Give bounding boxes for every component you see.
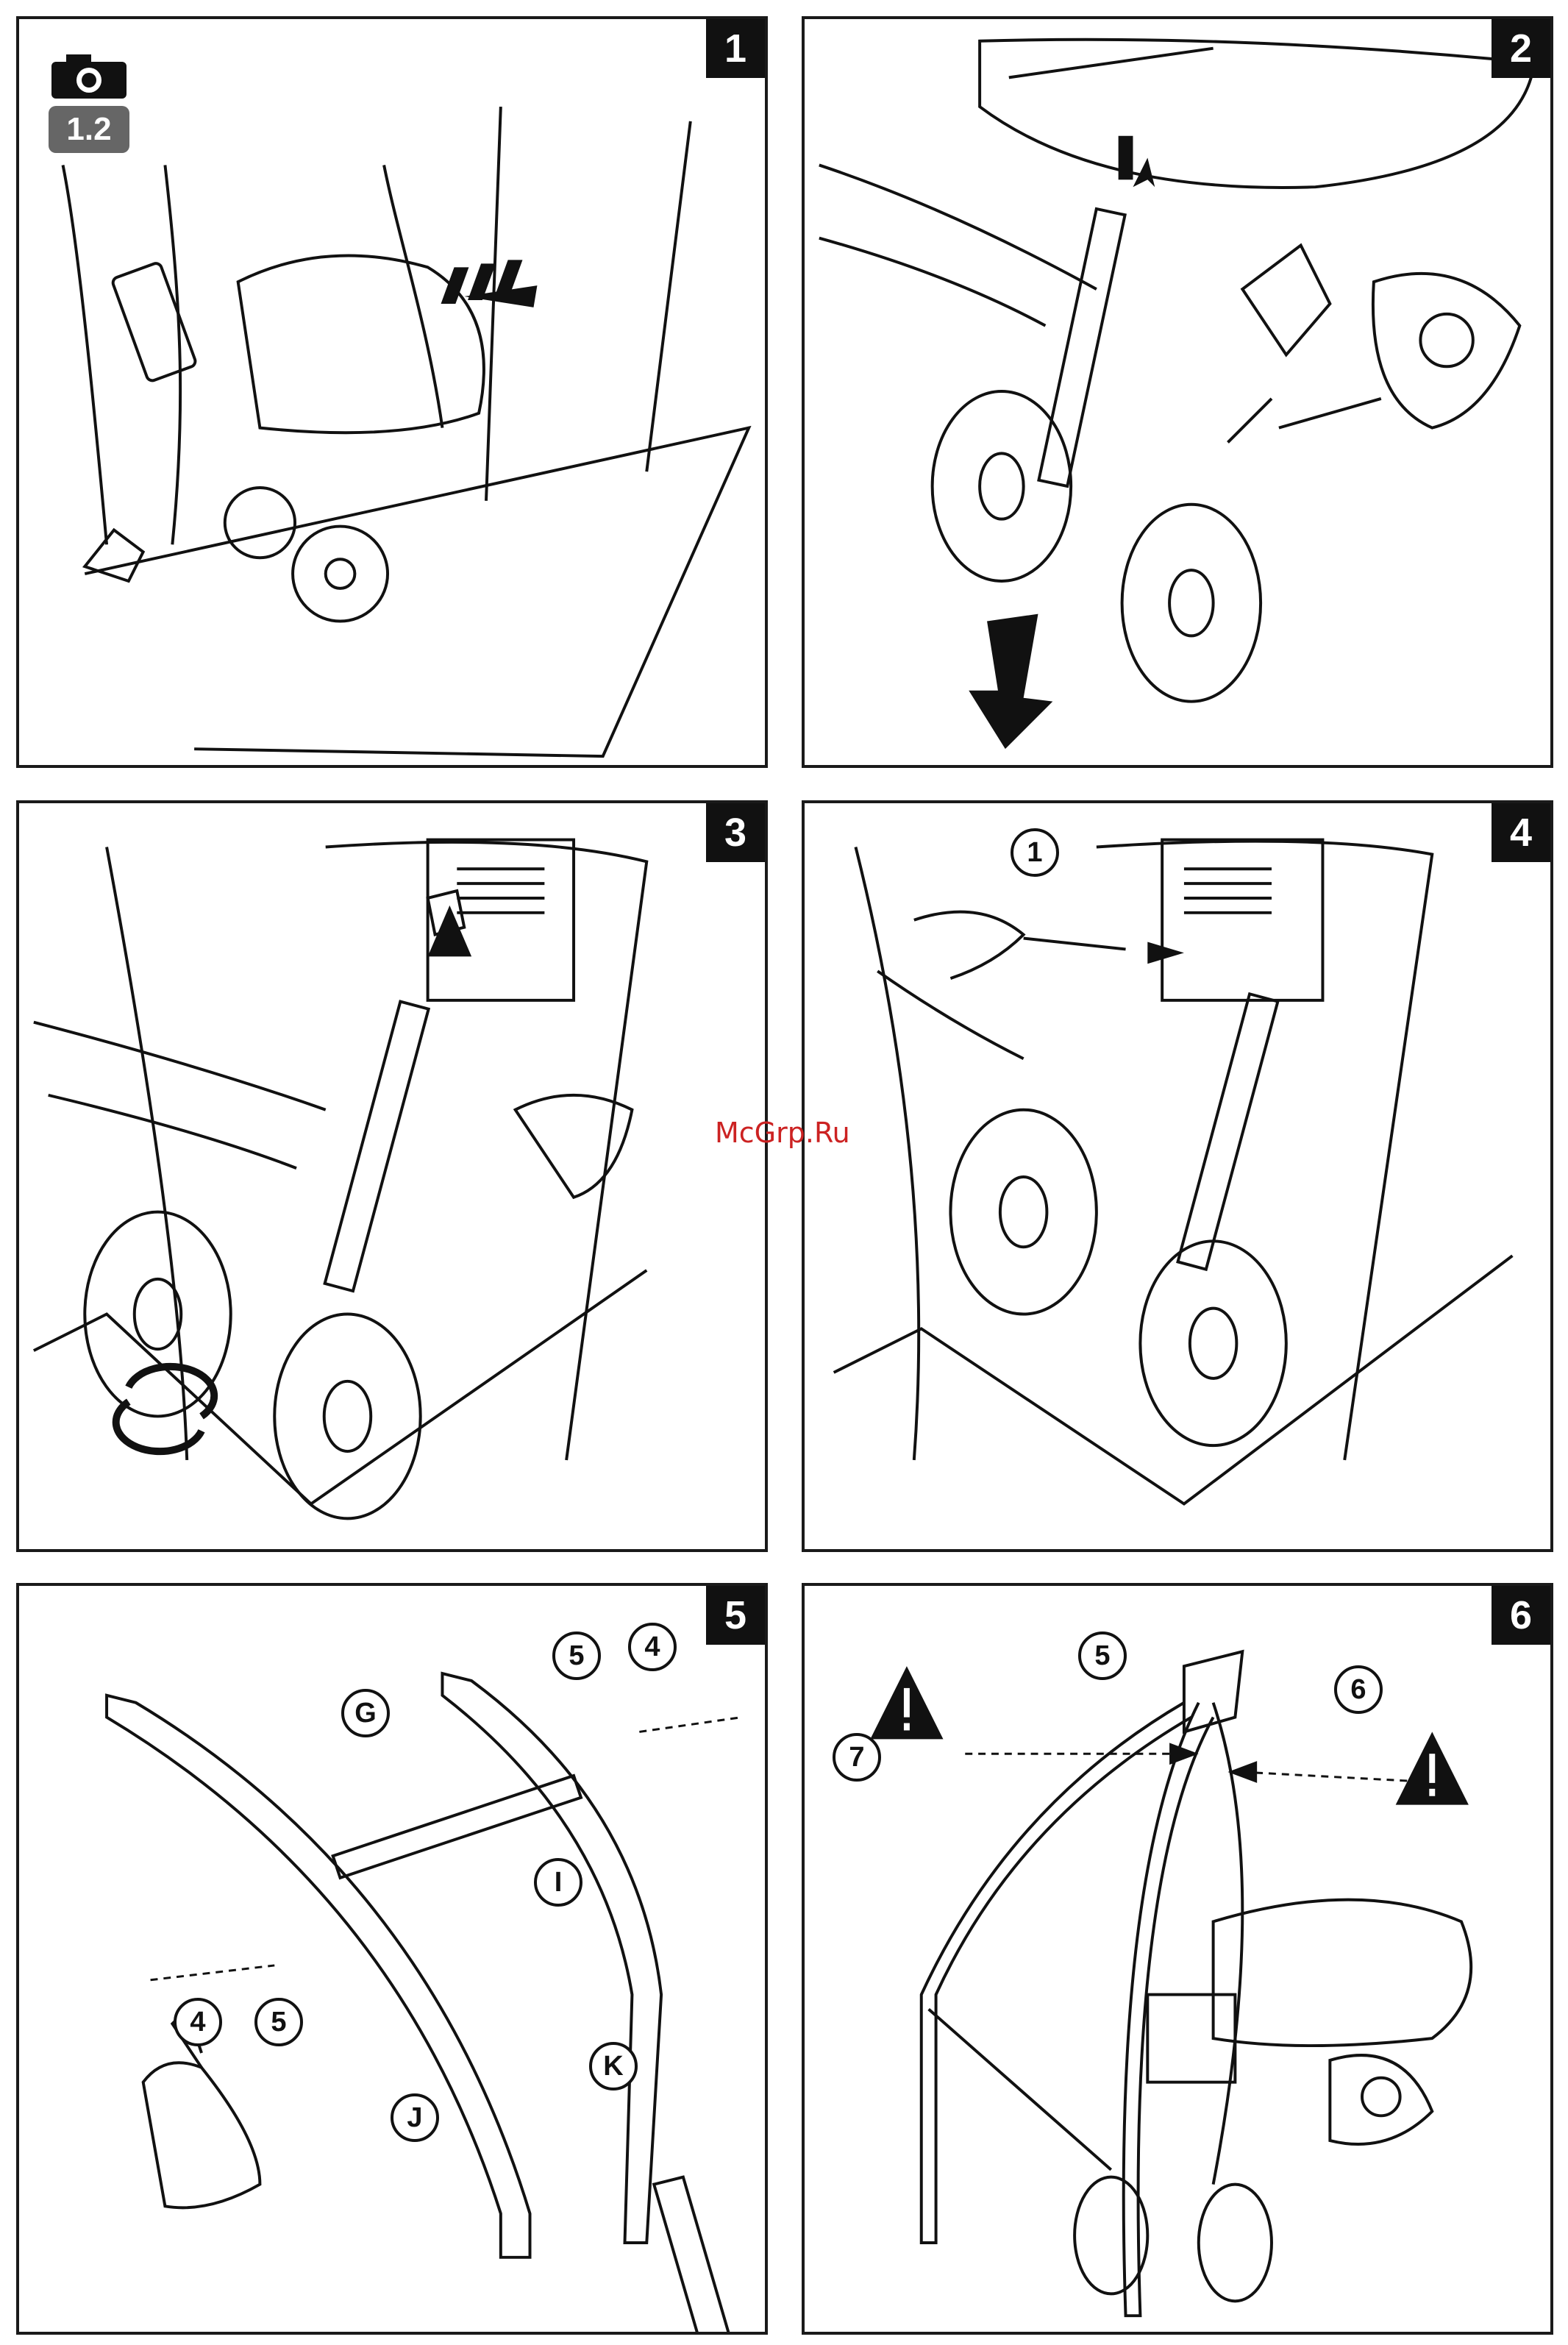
illustration-attaching-wheels [19, 803, 765, 1549]
callout-g: G [341, 1689, 390, 1737]
callout-6: 6 [1334, 1665, 1383, 1714]
illustration-handle-assembly [19, 1586, 765, 2332]
panel-3: 3 [16, 800, 768, 1552]
watermark: McGrp.Ru [715, 1117, 850, 1149]
callout-j: J [391, 2093, 439, 2142]
panel-number: 6 [1492, 1586, 1550, 1645]
panel-number: 4 [1492, 803, 1550, 862]
illustration-removing-wheels [805, 19, 1550, 765]
panel-number: 2 [1492, 19, 1550, 78]
illustration-securing-wheels [805, 803, 1550, 1549]
panel-5: 5 4 G I 4 5 K J 5 [16, 1583, 768, 2335]
callout-4-left: 4 [174, 1998, 222, 2046]
illustration-mounting-handle [805, 1586, 1550, 2332]
panel-4: 1 4 [802, 800, 1553, 1552]
panel-2: 2 [802, 16, 1553, 768]
panel-number: 5 [706, 1586, 765, 1645]
panel-6: 5 6 7 6 [802, 1583, 1553, 2335]
panel-number: 3 [706, 803, 765, 862]
reference-badge: 1.2 [49, 106, 129, 153]
panel-number: 1 [706, 19, 765, 78]
callout-5: 5 [1078, 1631, 1127, 1680]
callout-i: I [534, 1858, 582, 1907]
callout-5: 5 [552, 1631, 601, 1680]
callout-4: 4 [628, 1623, 677, 1671]
callout-k: K [589, 2042, 638, 2090]
illustration-carrying-tiller [19, 19, 765, 765]
camera-icon [49, 51, 129, 100]
panel-1: 1.2 1 [16, 16, 768, 768]
callout-7: 7 [833, 1733, 881, 1782]
callout-5-left: 5 [254, 1998, 303, 2046]
callout-1: 1 [1011, 828, 1059, 877]
